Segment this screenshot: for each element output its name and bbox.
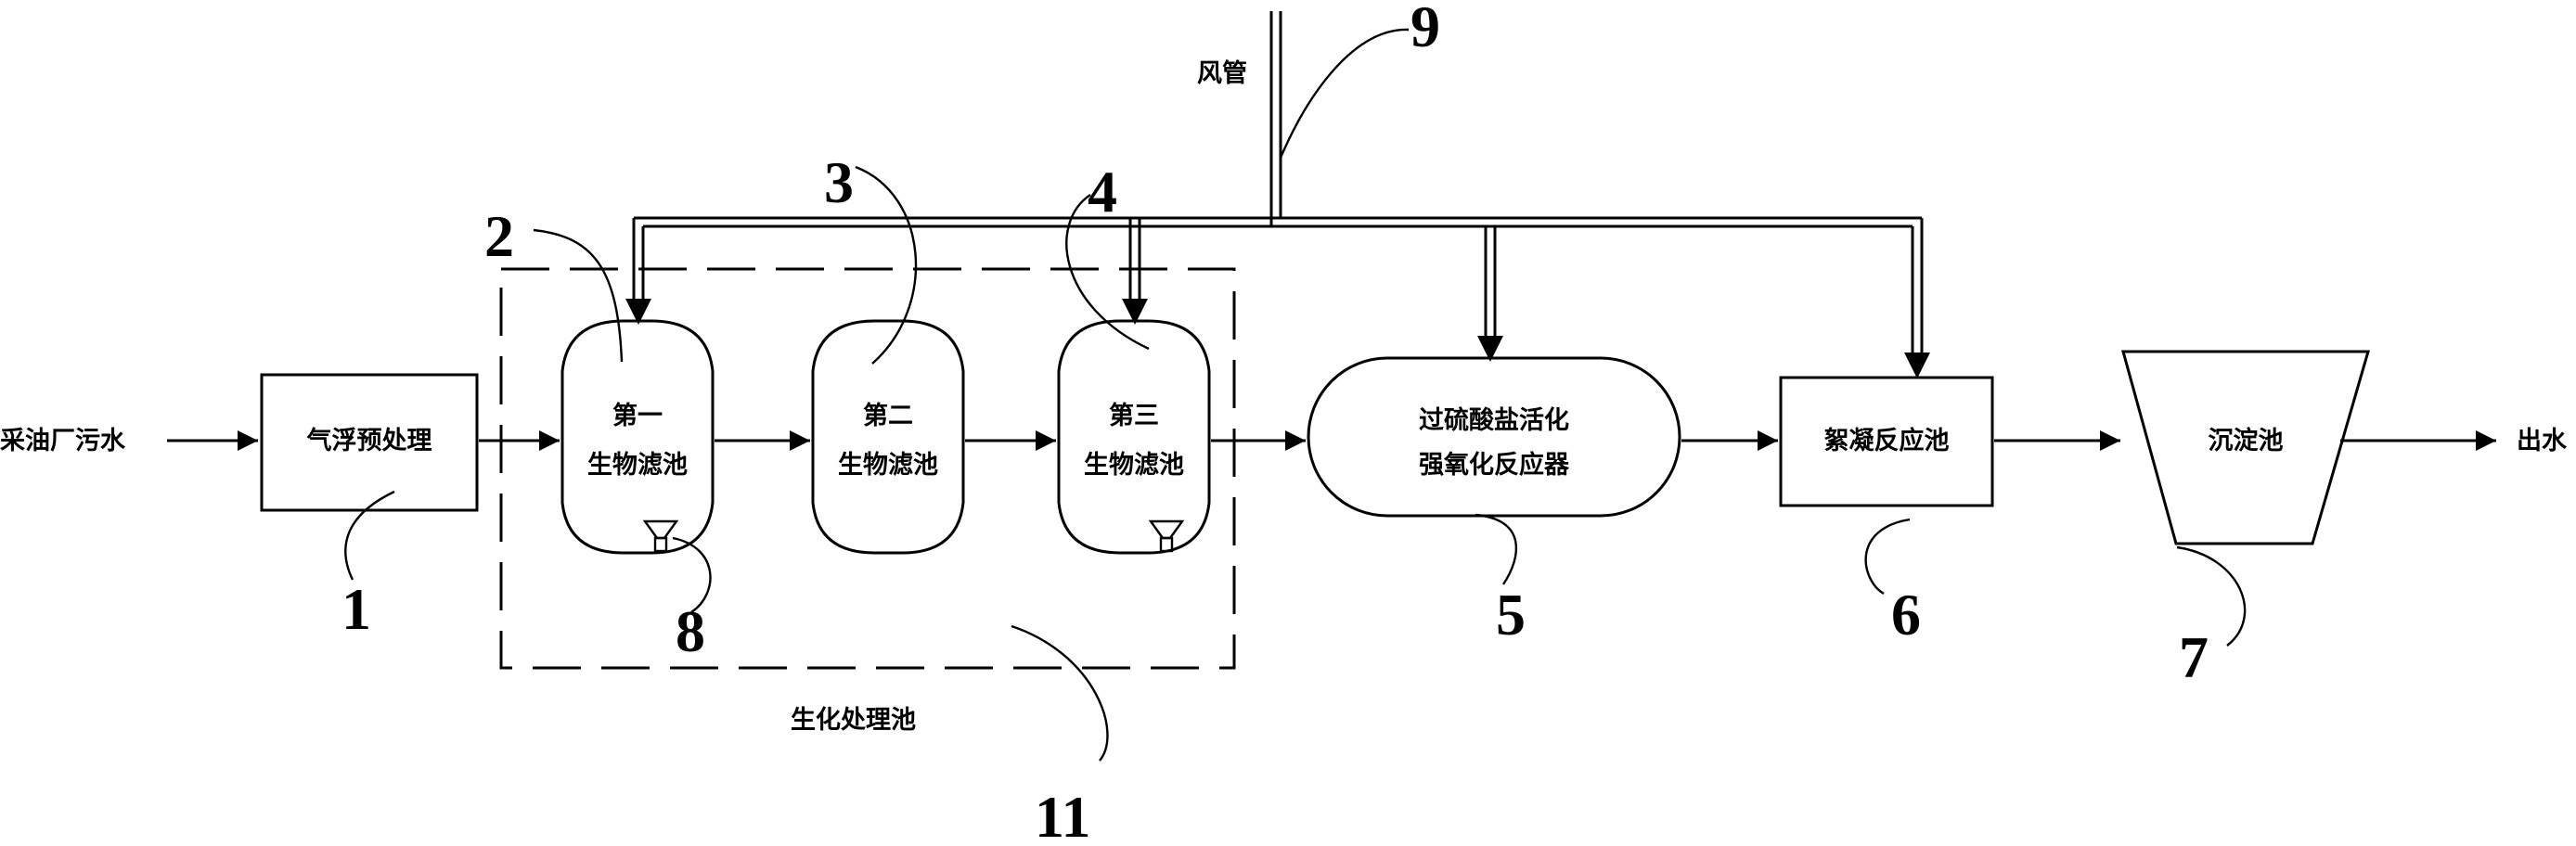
- biofilter-1-tank: [560, 319, 715, 555]
- label-filter1-line1: 第一: [612, 401, 663, 430]
- label-air-pipe: 风管: [1197, 59, 1247, 88]
- flocculation-tank-box: [1779, 376, 1994, 507]
- ref-number-3: 3: [824, 149, 854, 215]
- biofilter-2-tank: [811, 319, 965, 555]
- label-source-wastewater: 采油厂污水: [0, 427, 126, 455]
- flotation-pretreatment-box: [260, 373, 479, 512]
- label-biochem-tank: 生化处理池: [791, 706, 916, 735]
- ref-number-9: 9: [1410, 0, 1440, 59]
- label-flocculation: 絮凝反应池: [1824, 426, 1950, 455]
- label-filter3-line1: 第三: [1109, 401, 1159, 430]
- persulfate-oxidation-reactor: [1307, 356, 1681, 518]
- label-sedimentation: 沉淀池: [2209, 426, 2284, 455]
- label-oxidation-line1: 过硫酸盐活化: [1419, 405, 1569, 435]
- ref-number-2: 2: [484, 203, 514, 269]
- label-oxidation-line2: 强氧化反应器: [1419, 450, 1570, 480]
- ref-number-7: 7: [2179, 624, 2209, 690]
- label-filter1-line2: 生物滤池: [587, 451, 688, 480]
- aerator-3: [1148, 519, 1185, 553]
- label-filter2-line2: 生物滤池: [838, 451, 938, 480]
- biochem-tank-boundary: [499, 267, 1236, 670]
- label-output-water: 出水: [2517, 427, 2568, 455]
- ref-number-8: 8: [676, 598, 705, 664]
- ref-number-1: 1: [341, 576, 371, 642]
- ref-number-4: 4: [1088, 159, 1117, 224]
- biofilter-3-tank: [1057, 319, 1211, 555]
- ref-number-11: 11: [1035, 784, 1090, 846]
- label-filter2-line1: 第二: [863, 401, 913, 430]
- aerator-1: [642, 519, 679, 553]
- sedimentation-tank: [2121, 350, 2370, 545]
- air-pipe-network: [625, 11, 1930, 378]
- label-filter3-line2: 生物滤池: [1084, 451, 1184, 480]
- label-flotation: 气浮预处理: [306, 427, 432, 455]
- ref-number-5: 5: [1496, 582, 1526, 647]
- ref-number-6: 6: [1891, 582, 1921, 647]
- leader-lines: [344, 28, 2247, 762]
